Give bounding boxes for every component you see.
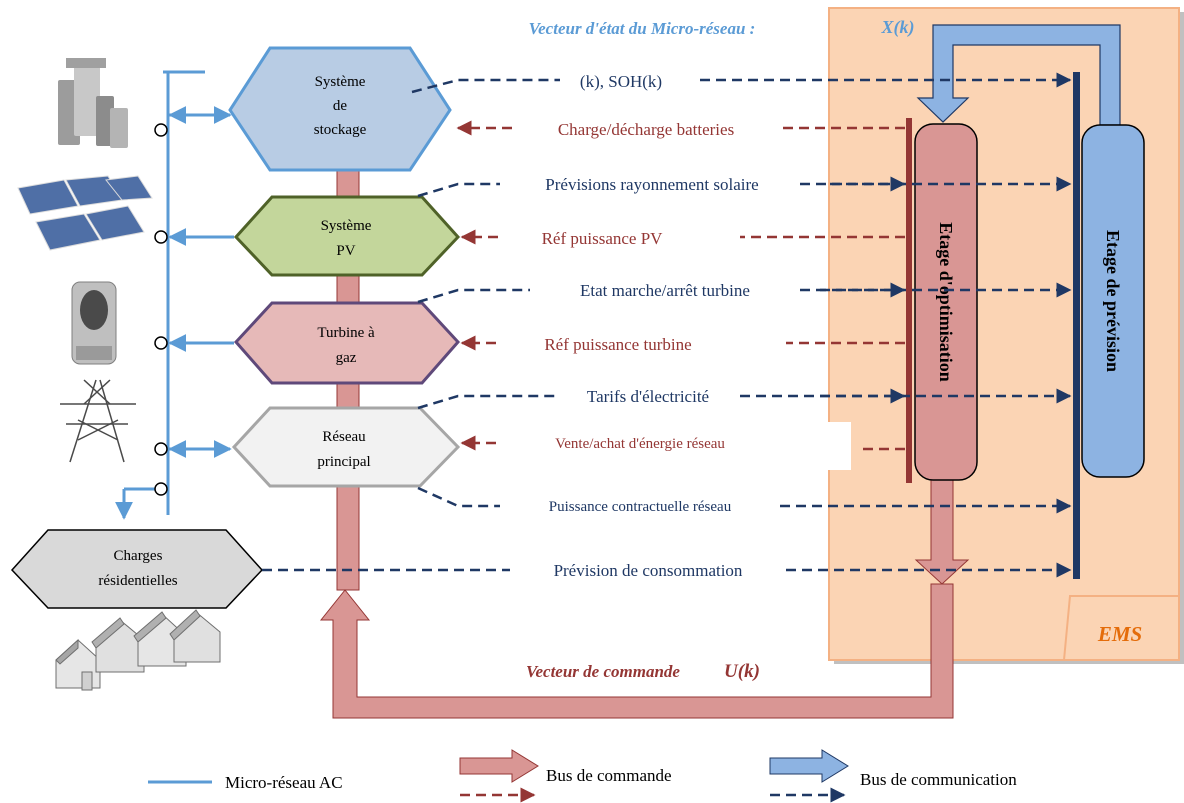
- ems-label: EMS: [1097, 622, 1142, 646]
- turbine-power-ref-label: Réf puissance turbine: [544, 335, 691, 354]
- loads-label-1: Charges: [114, 548, 163, 564]
- legend-command-label: Bus de commande: [546, 766, 672, 785]
- communication-lines: [262, 72, 1072, 578]
- legend-communication-label: Bus de communication: [860, 770, 1017, 789]
- battery-charge-label: Charge/décharge batteries: [558, 120, 734, 139]
- prevision-stage-label: Etage de prévision: [1103, 230, 1123, 372]
- grid-system: Réseau principal: [231, 406, 461, 488]
- command-vector-title: Vecteur de commande: [526, 662, 680, 681]
- prevision-stage: Etage de prévision: [1081, 124, 1145, 478]
- optimisation-stage: Etage d'optimisation: [914, 123, 978, 481]
- tariffs-label: Tarifs d'électricité: [587, 387, 709, 406]
- pv-panels-image: [17, 175, 153, 251]
- loads-system: Charges résidentielles: [10, 529, 264, 609]
- soc-soh-label: (k), SOH(k): [580, 72, 662, 91]
- pylon-image: [60, 379, 136, 463]
- loads-label-2: résidentielles: [98, 573, 177, 589]
- legend-command-arrow: [459, 749, 539, 783]
- command-lines: [456, 120, 905, 451]
- legend: Micro-réseau AC Bus de commande Bus de c…: [148, 749, 1017, 803]
- pv-label-1: Système: [321, 218, 372, 234]
- command-symbol: U(k): [724, 661, 760, 682]
- grid-trade-label: Vente/achat d'énergie réseau: [555, 436, 725, 452]
- optimisation-stage-label: Etage d'optimisation: [936, 222, 956, 382]
- signal-labels: (k), SOH(k) Charge/décharge batteries Pr…: [542, 72, 759, 580]
- pv-system: Système PV: [233, 195, 461, 277]
- legend-ac-label: Micro-réseau AC: [225, 773, 343, 792]
- white-mask: [823, 422, 851, 470]
- communication-bar: [1073, 72, 1080, 579]
- storage-label-1: Système: [315, 74, 366, 90]
- storage-label-2: de: [333, 98, 348, 114]
- turbine-system: Turbine à gaz: [233, 301, 461, 385]
- turbine-state-label: Etat marche/arrêt turbine: [580, 281, 750, 300]
- storage-label-3: stockage: [314, 122, 367, 138]
- turbine-label-1: Turbine à: [317, 325, 375, 341]
- consumption-forecast-label: Prévision de consommation: [554, 561, 743, 580]
- bus-nodes: [154, 123, 168, 496]
- turbine-label-2: gaz: [336, 350, 357, 366]
- state-feedback-bus: [916, 24, 1121, 126]
- grid-contract-label: Puissance contractuelle réseau: [549, 499, 732, 515]
- turbine-image: [71, 281, 117, 365]
- houses-image: [55, 609, 221, 691]
- state-symbol: X(k): [881, 17, 915, 38]
- command-bar: [906, 118, 912, 483]
- grid-label-1: Réseau: [322, 429, 366, 445]
- pv-power-ref-label: Réf puissance PV: [542, 229, 664, 248]
- legend-communication-arrow: [769, 749, 849, 783]
- state-vector-title: Vecteur d'état du Micro-réseau :: [529, 19, 756, 38]
- solar-forecast-label: Prévisions rayonnement solaire: [545, 175, 758, 194]
- pv-label-2: PV: [336, 243, 355, 259]
- storage-system: Système de stockage: [228, 46, 452, 172]
- battery-image: [58, 58, 128, 148]
- ac-microgrid-bus: [115, 70, 234, 520]
- grid-label-2: principal: [317, 454, 370, 470]
